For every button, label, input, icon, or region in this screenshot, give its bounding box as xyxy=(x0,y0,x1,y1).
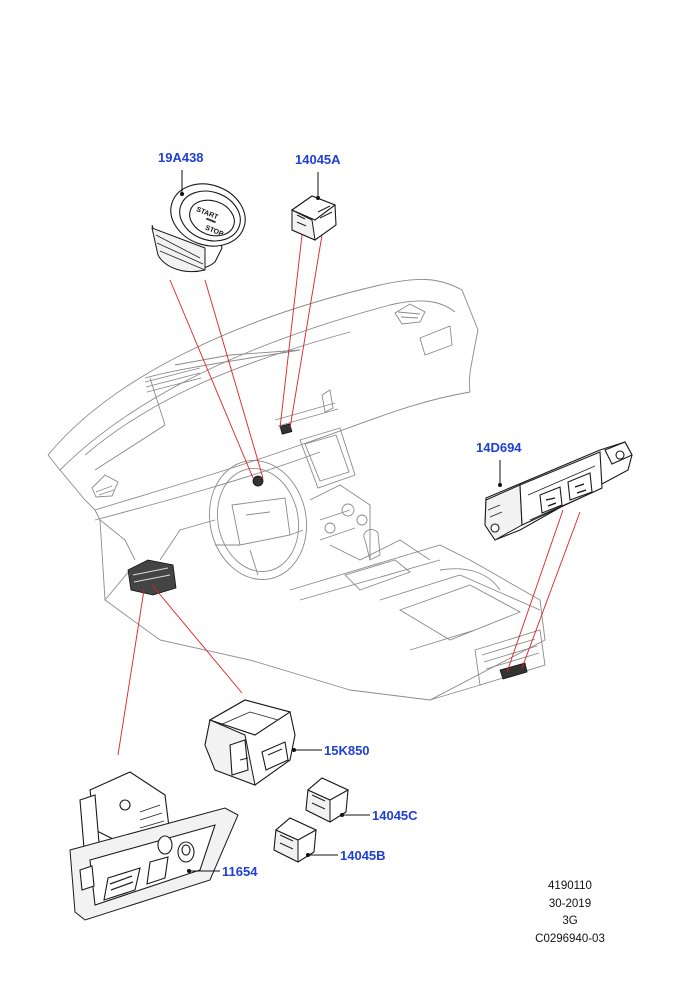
start-stop-switch-part: START STOP xyxy=(151,183,246,273)
seat-control-module-part xyxy=(484,441,633,541)
switch-14045b-part xyxy=(273,817,318,863)
switch-14045c-part xyxy=(305,777,350,823)
reference-code: 3G xyxy=(562,915,578,927)
callout-11654: 11654 xyxy=(222,864,258,879)
switch-14045a-part xyxy=(290,195,337,241)
callout-14045b: 14045B xyxy=(340,848,386,863)
light-switch-panel-part xyxy=(69,771,239,921)
leader-lines xyxy=(180,170,502,873)
reference-number: 4190110 xyxy=(548,880,592,892)
callout-19a438: 19A438 xyxy=(158,150,204,165)
location-lines xyxy=(117,234,581,756)
callout-14045a: 14045A xyxy=(295,152,341,167)
callout-14045c: 14045C xyxy=(372,808,418,823)
reference-date: 30-2019 xyxy=(548,897,592,910)
callout-14d694: 14D694 xyxy=(476,440,522,455)
reference-id: C0296940-03 xyxy=(535,932,605,945)
callout-15k850: 15K850 xyxy=(324,743,370,758)
dashboard-illustration xyxy=(47,278,546,701)
switch-pack-15k850-part xyxy=(204,699,296,786)
diagram-reference-block: 4190110 30-2019 3G C0296940-03 xyxy=(500,878,640,948)
